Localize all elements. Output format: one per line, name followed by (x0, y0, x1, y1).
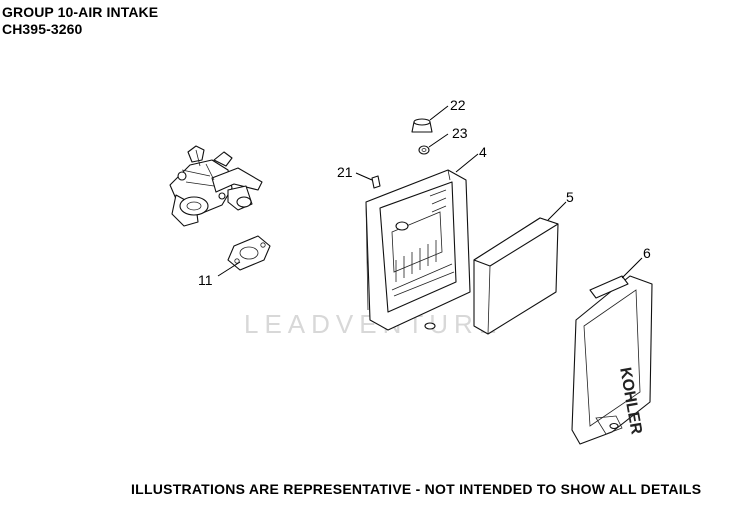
leader-11 (217, 261, 241, 277)
air-cleaner-base-part-4 (365, 169, 471, 331)
callout-23: 23 (452, 125, 468, 141)
callout-11: 11 (198, 272, 213, 288)
callout-22: 22 (450, 97, 466, 113)
washer-part-23 (418, 145, 430, 155)
disclaimer-footer: ILLUSTRATIONS ARE REPRESENTATIVE - NOT I… (131, 481, 702, 497)
gasket-part-11 (227, 235, 271, 271)
pin-part-21 (371, 175, 381, 189)
filter-element-part-5 (473, 217, 559, 335)
carburetor-assembly (169, 145, 263, 227)
leader-6 (621, 257, 643, 279)
callout-5: 5 (566, 189, 574, 205)
callout-21: 21 (337, 164, 353, 180)
leader-23 (428, 133, 449, 148)
callout-6: 6 (643, 245, 651, 261)
cover-part-6: KOHLER (571, 275, 653, 445)
leader-21 (355, 172, 373, 181)
knob-part-22 (411, 118, 433, 133)
callout-4: 4 (479, 144, 487, 160)
group-title: GROUP 10-AIR INTAKE (2, 4, 159, 20)
leader-5 (547, 201, 567, 221)
leader-22 (429, 105, 449, 121)
leader-4 (455, 153, 479, 173)
model-number: CH395-3260 (2, 21, 83, 37)
